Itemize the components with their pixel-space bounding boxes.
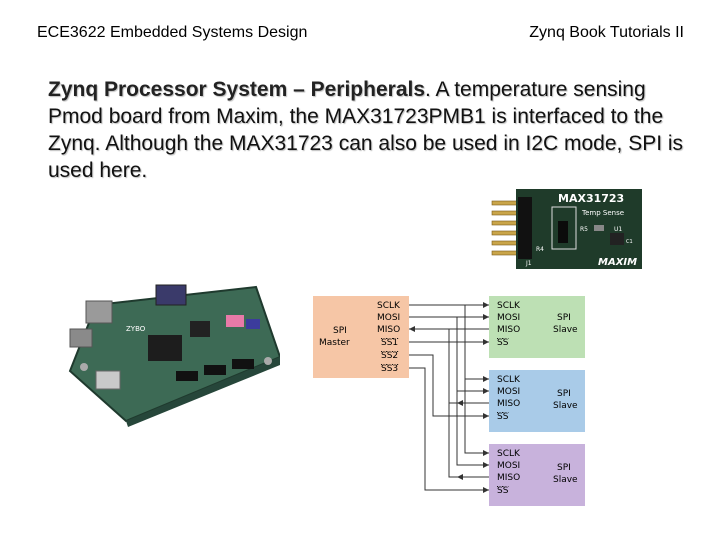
- pmod-board-image: MAX31723 Temp Sense R5 U1 C1 R4 J1 MAXIM: [491, 189, 642, 269]
- board-pink-connector: [226, 315, 244, 327]
- spi-slave-3-labels: SCLK MOSI MISO SS SPI Slave: [497, 449, 578, 496]
- slave3-pin-ss: SS: [497, 486, 509, 496]
- master-pin-sclk: SCLK: [377, 301, 401, 311]
- slave2-pin-ss: SS: [497, 412, 509, 422]
- slave2-title-2: Slave: [553, 401, 578, 411]
- board-zynq-chip: [148, 335, 182, 361]
- slide-heading: Zynq Processor System – Peripherals: [48, 78, 426, 101]
- slave3-pin-miso: MISO: [497, 473, 520, 483]
- pmod-resistor: [594, 225, 604, 231]
- slave2-pin-sclk: SCLK: [497, 375, 521, 385]
- pmod-logo: MAXIM: [598, 257, 637, 268]
- spi-master-title-1: SPI: [333, 326, 347, 336]
- slave1-pin-miso: MISO: [497, 325, 520, 335]
- pmod-u1-label: U1: [614, 226, 622, 233]
- pmod-jumper: [558, 221, 568, 243]
- slave1-pin-sclk: SCLK: [497, 301, 521, 311]
- spi-bus-wiring: [409, 304, 489, 491]
- slave3-title-2: Slave: [553, 475, 578, 485]
- slave3-pin-mosi: MOSI: [497, 461, 520, 471]
- master-pin-ss1: SS1: [381, 338, 398, 348]
- pmod-subtitle: Temp Sense: [581, 209, 624, 217]
- slave2-pin-mosi: MOSI: [497, 387, 520, 397]
- board-hdmi-port: [95, 370, 121, 390]
- board-ethernet-port: [85, 300, 113, 324]
- master-pin-ss3: SS3: [381, 364, 398, 374]
- pmod-header-pins: [491, 200, 521, 256]
- pmod-r4-label: R4: [536, 246, 544, 253]
- pmod-jumper-outline: [551, 206, 577, 250]
- board-vga-connector: [155, 284, 187, 306]
- slide-paragraph: . A temperature sensing Pmod board from …: [48, 78, 684, 182]
- slide-body: Zynq Processor System – Peripherals. A t…: [48, 76, 688, 184]
- spi-master-title-2: Master: [319, 338, 350, 348]
- spi-slave-2-labels: SCLK MOSI MISO SS SPI Slave: [497, 375, 578, 422]
- pmod-c1-label: C1: [626, 239, 633, 245]
- master-pin-ss2: SS2: [381, 351, 398, 361]
- slave1-pin-mosi: MOSI: [497, 313, 520, 323]
- board-silk-label: ZYBO: [126, 325, 146, 333]
- board-blue-connector: [246, 319, 260, 329]
- slave1-title-2: Slave: [553, 325, 578, 335]
- board-usb-port: [69, 328, 93, 348]
- header-tutorial-title: Zynq Book Tutorials II: [529, 24, 684, 41]
- spi-slave-block-3: [489, 444, 585, 506]
- header-course-title: ECE3622 Embedded Systems Design: [37, 24, 308, 41]
- board-standoff: [80, 363, 88, 371]
- slave1-pin-ss: SS: [497, 338, 509, 348]
- board-standoff-2: [264, 357, 272, 365]
- slave2-title-1: SPI: [557, 389, 571, 399]
- master-pin-miso: MISO: [377, 325, 400, 335]
- slave3-pin-sclk: SCLK: [497, 449, 521, 459]
- pmod-brand: MAX31723: [558, 192, 624, 205]
- slave1-title-1: SPI: [557, 313, 571, 323]
- spi-slave-1-labels: SCLK MOSI MISO SS SPI Slave: [497, 301, 578, 348]
- pmod-connector: [518, 197, 532, 259]
- slave3-title-1: SPI: [557, 463, 571, 473]
- pmod-r5-label: R5: [580, 226, 588, 233]
- pmod-pcb: [516, 189, 642, 269]
- spi-slave-block-2: [489, 370, 585, 432]
- pmod-chip: [610, 233, 624, 245]
- slave2-pin-miso: MISO: [497, 399, 520, 409]
- board-memory-chip: [190, 321, 210, 337]
- spi-slave-block-1: [489, 296, 585, 358]
- board-pmod-headers: [176, 359, 254, 381]
- spi-diagram: SPI Master SCLK MOSI MISO SS1 SS2 SS3 SC…: [313, 296, 585, 506]
- spi-bus-arrows: [409, 302, 489, 493]
- spi-master-block: [313, 296, 409, 378]
- zybo-board-image: ZYBO: [68, 284, 280, 427]
- board-edge: [126, 357, 280, 427]
- pmod-j1-label: J1: [525, 260, 532, 267]
- master-pin-mosi: MOSI: [377, 313, 400, 323]
